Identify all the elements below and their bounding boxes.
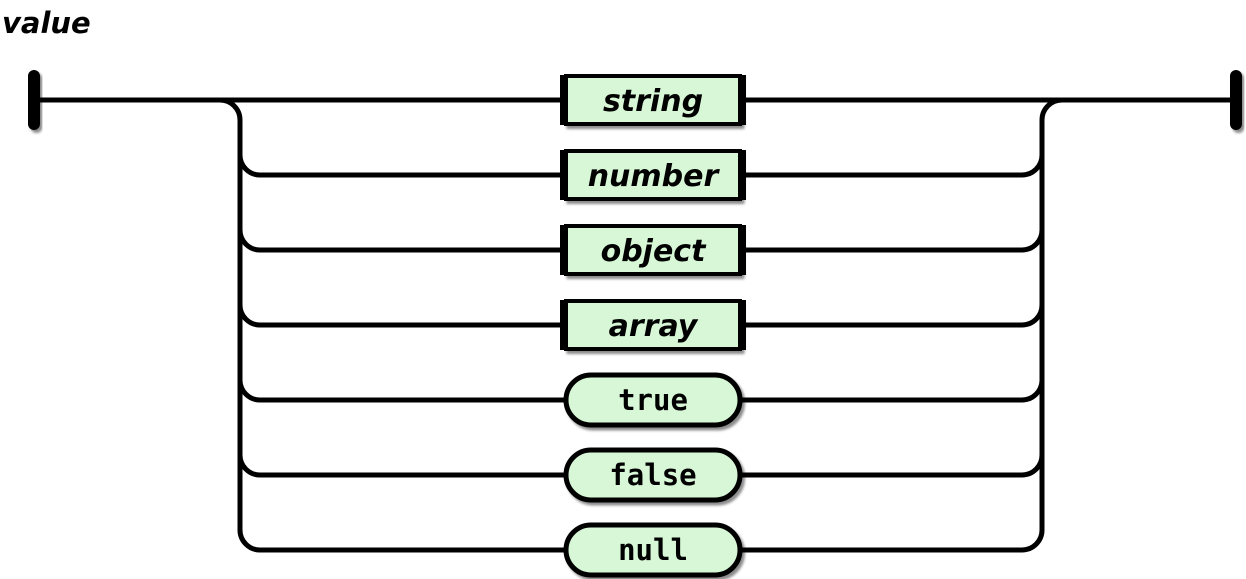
connector-left-row-number bbox=[237, 154, 566, 178]
connector-right-row-array bbox=[740, 304, 1045, 328]
connector-left-row-object bbox=[237, 229, 566, 253]
connector-left-row-false bbox=[237, 454, 566, 478]
node-array-label: array bbox=[609, 309, 699, 344]
connector-right-row-true bbox=[740, 379, 1045, 403]
node-array-box bbox=[564, 299, 742, 351]
non-terminal-ticks bbox=[560, 75, 746, 350]
node-number: number bbox=[564, 149, 742, 201]
node-object-label: object bbox=[601, 234, 707, 269]
end-terminator-bar bbox=[1230, 70, 1242, 130]
node-number-box bbox=[564, 149, 742, 201]
node-true: true bbox=[563, 372, 743, 428]
diagram-title: value bbox=[2, 6, 91, 40]
connector-left-row-true bbox=[237, 379, 566, 403]
node-null-label: null bbox=[618, 533, 688, 567]
node-number-label: number bbox=[588, 159, 721, 194]
node-array: array bbox=[564, 299, 742, 351]
node-string: string bbox=[564, 74, 742, 126]
node-null: null bbox=[563, 522, 743, 578]
start-terminator-bar bbox=[28, 70, 40, 130]
connector-right-row-false bbox=[740, 454, 1045, 478]
connector-right-row-object bbox=[740, 229, 1045, 253]
node-false-pill bbox=[563, 447, 743, 503]
node-string-box bbox=[564, 74, 742, 126]
connector-left-row-array bbox=[237, 304, 566, 328]
node-string-label: string bbox=[603, 84, 703, 119]
node-object-box bbox=[564, 224, 742, 276]
node-object: object bbox=[564, 224, 742, 276]
node-true-label: true bbox=[618, 383, 688, 417]
connector-right-row-null bbox=[740, 529, 1045, 553]
node-false: false bbox=[563, 447, 743, 503]
connector-right-row-number bbox=[740, 154, 1045, 178]
node-true-pill bbox=[563, 372, 743, 428]
node-null-pill bbox=[563, 522, 743, 578]
connector-left-branch bbox=[219, 97, 566, 553]
node-false-label: false bbox=[609, 458, 696, 492]
connector-right-branch bbox=[1039, 97, 1063, 530]
